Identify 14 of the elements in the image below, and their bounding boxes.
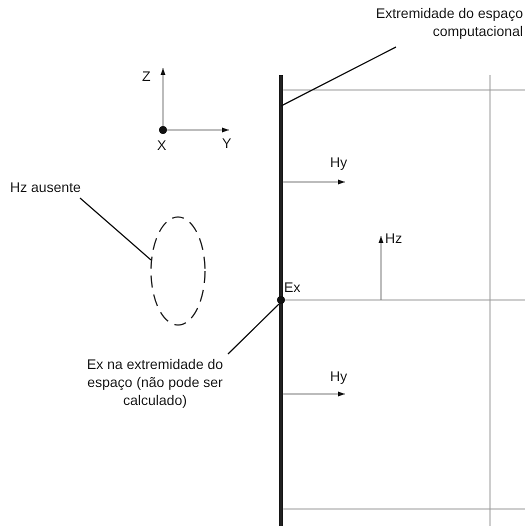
leader-line (228, 304, 280, 354)
field-label: Hz (385, 230, 402, 246)
field-label: Hy (330, 154, 348, 170)
leader-line (80, 198, 152, 260)
axis-label: Y (222, 135, 232, 151)
axis-label: Z (142, 68, 151, 84)
dashed-ellipse (150, 216, 206, 326)
axis-label: X (157, 137, 166, 153)
callout-text: Hz ausente (10, 178, 100, 198)
field-label: Hy (330, 368, 348, 384)
point-label: Ex (284, 279, 300, 295)
callout-text: Ex na extremidade do espaço (não pode ser calculado) (70, 355, 240, 415)
leader-line (280, 46, 396, 107)
callout-text: Extremidade do espaço computacional (345, 4, 523, 46)
